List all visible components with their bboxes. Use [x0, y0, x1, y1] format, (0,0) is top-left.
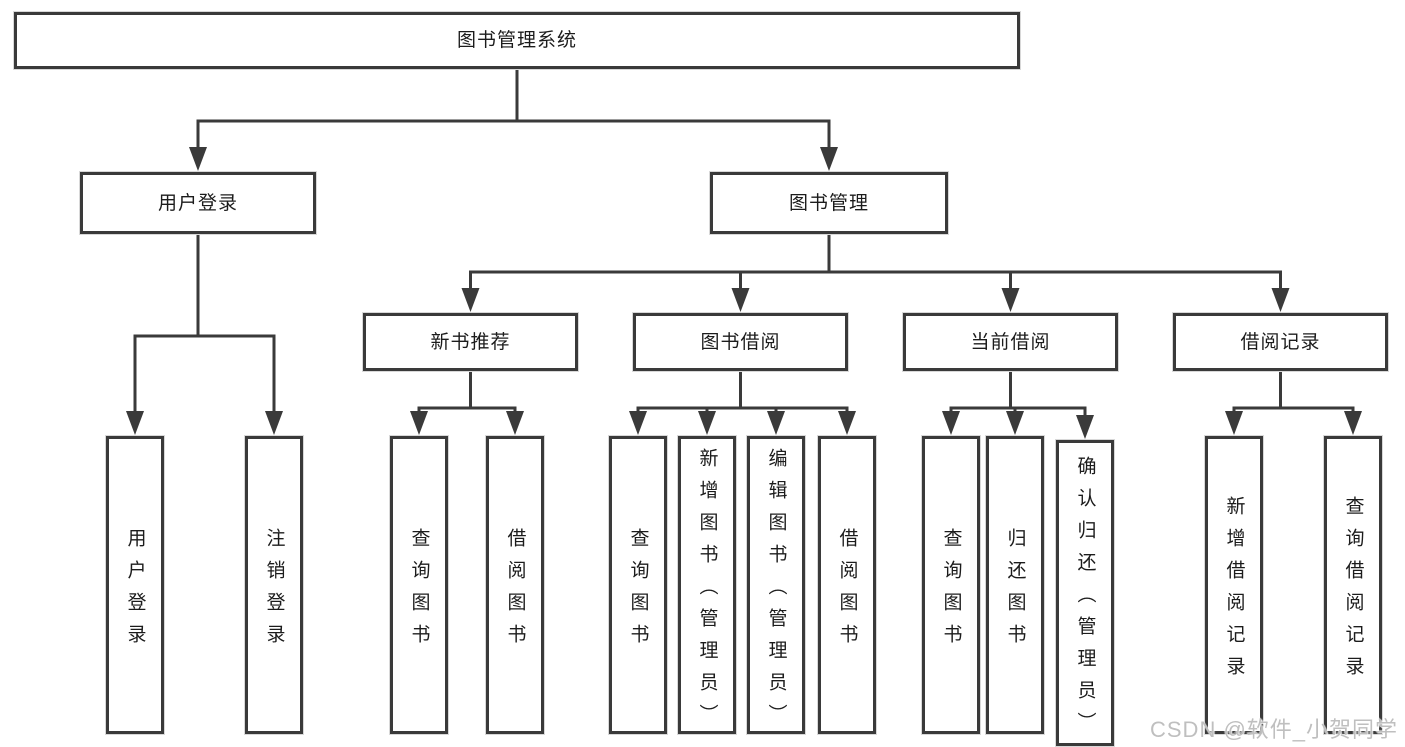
node-leaf-edit-book-admin-label: 编辑图书（管理员） [765, 447, 787, 736]
node-book-management: 图书管理 [710, 172, 948, 234]
node-leaf-borrow-book-recommend-label: 借阅图书 [504, 527, 526, 656]
node-leaf-edit-book-admin: 编辑图书（管理员） [747, 436, 805, 736]
node-leaf-query-book-current-label: 查询图书 [940, 527, 962, 656]
csdn-watermark: CSDN @软件_小贺同学 [1150, 717, 1399, 742]
node-new-book-recommend: 新书推荐 [363, 313, 578, 371]
node-leaf-user-login: 用户登录 [106, 436, 164, 734]
node-leaf-add-book-admin: 新增图书（管理员） [678, 436, 736, 736]
node-book-borrow: 图书借阅 [633, 313, 848, 371]
node-leaf-query-borrow-record-label: 查询借阅记录 [1342, 495, 1364, 688]
node-leaf-add-borrow-record: 新增借阅记录 [1205, 436, 1263, 734]
node-leaf-return-book-label: 归还图书 [1004, 527, 1026, 656]
node-new-book-recommend-label: 新书推荐 [430, 331, 511, 353]
node-leaf-borrow-book-borrow: 借阅图书 [818, 436, 876, 734]
node-current-borrow: 当前借阅 [903, 313, 1118, 371]
node-leaf-add-borrow-record-label: 新增借阅记录 [1223, 495, 1245, 688]
node-leaf-query-book-borrow: 查询图书 [609, 436, 667, 734]
node-user-login: 用户登录 [80, 172, 316, 234]
node-leaf-query-book-recommend-label: 查询图书 [408, 527, 430, 656]
node-leaf-user-login-label: 用户登录 [124, 527, 146, 656]
node-leaf-query-book-current: 查询图书 [922, 436, 980, 734]
node-leaf-add-book-admin-label: 新增图书（管理员） [696, 447, 718, 736]
node-current-borrow-label: 当前借阅 [970, 331, 1051, 353]
node-root-label: 图书管理系统 [456, 30, 577, 51]
node-borrow-record-label: 借阅记录 [1240, 331, 1321, 353]
node-book-management-label: 图书管理 [788, 192, 869, 214]
node-leaf-borrow-book-recommend: 借阅图书 [486, 436, 544, 734]
node-leaf-confirm-return-admin: 确认归还（管理员） [1056, 440, 1114, 746]
node-book-borrow-label: 图书借阅 [700, 331, 781, 353]
node-leaf-logout-label: 注销登录 [263, 527, 285, 656]
node-leaf-query-book-recommend: 查询图书 [390, 436, 448, 734]
node-leaf-borrow-book-borrow-label: 借阅图书 [836, 527, 858, 656]
node-leaf-query-book-borrow-label: 查询图书 [627, 527, 649, 656]
node-leaf-confirm-return-admin-label: 确认归还（管理员） [1074, 455, 1096, 744]
node-leaf-query-borrow-record: 查询借阅记录 [1324, 436, 1382, 734]
arrowheads [126, 147, 1362, 439]
node-leaf-logout: 注销登录 [245, 436, 303, 734]
node-root: 图书管理系统 [14, 12, 1020, 69]
node-leaf-return-book: 归还图书 [986, 436, 1044, 734]
node-user-login-label: 用户登录 [157, 192, 238, 214]
node-borrow-record: 借阅记录 [1173, 313, 1388, 371]
